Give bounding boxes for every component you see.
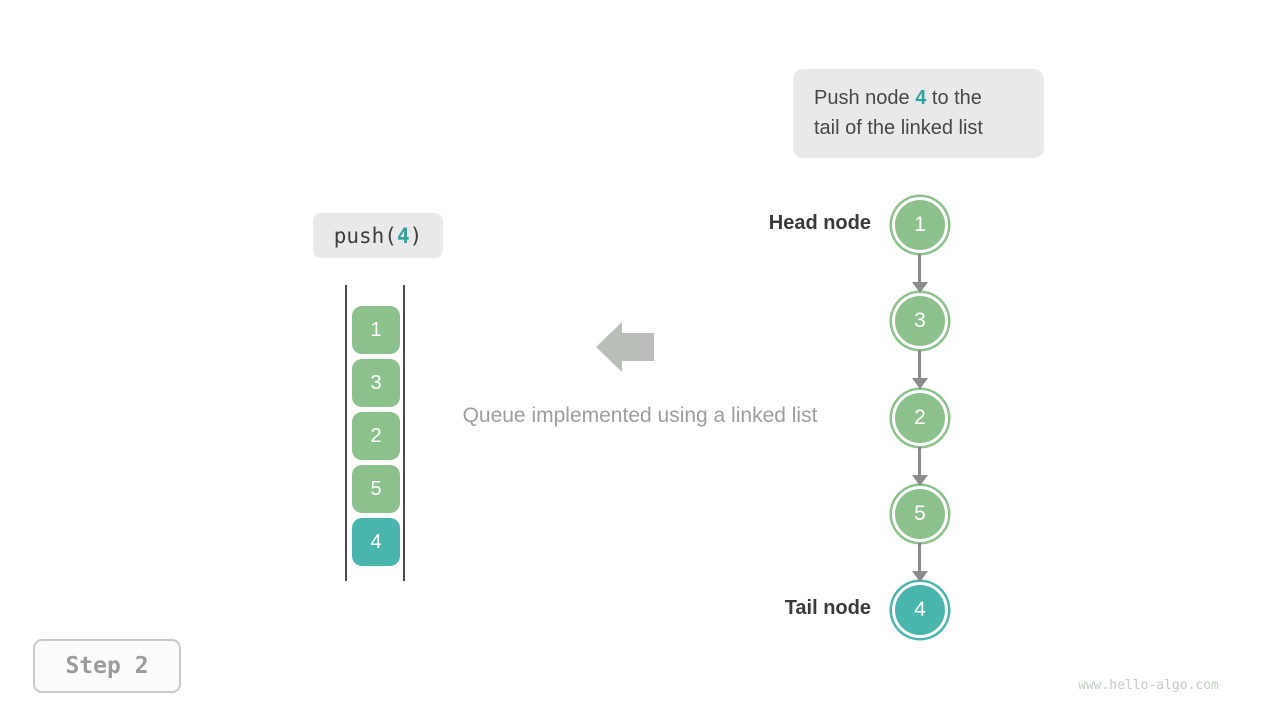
queue-cell: 4 <box>352 518 400 566</box>
diagram-caption: Queue implemented using a linked list <box>462 404 818 427</box>
callout-line2: tail of the linked list <box>814 117 983 139</box>
arrow-down-icon <box>911 447 928 486</box>
callout-line1-prefix: Push node <box>814 87 916 109</box>
linked-list-node: 4 <box>892 582 948 638</box>
linked-list-node: 1 <box>892 197 948 253</box>
queue-cell: 1 <box>352 306 400 354</box>
linked-list-node-value: 2 <box>914 406 926 429</box>
arrow-down-icon <box>911 543 928 582</box>
queue-cell: 2 <box>352 412 400 460</box>
callout-highlight-value: 4 <box>915 87 927 109</box>
callout-push-node: Push node 4 to the tail of the linked li… <box>793 69 1044 158</box>
linked-list-node: 5 <box>892 486 948 542</box>
arrow-left-head <box>596 322 622 372</box>
arrow-down-icon <box>911 254 928 293</box>
queue-container-walls <box>345 285 405 581</box>
arrow-left-icon <box>596 322 654 372</box>
linked-list-node-value: 1 <box>914 213 926 236</box>
linked-list-node: 3 <box>892 293 948 349</box>
queue-cell-value: 4 <box>370 530 382 553</box>
push-label-arg: 4 <box>396 223 410 248</box>
push-operation-label: push(4) <box>313 213 443 258</box>
linked-list-node-value: 4 <box>914 598 926 621</box>
callout-line1-suffix: to the <box>926 87 982 109</box>
linked-list-node-value: 3 <box>914 309 926 332</box>
queue-cell: 5 <box>352 465 400 513</box>
push-label-suffix: ) <box>409 223 423 248</box>
tail-node-label: Tail node <box>784 597 871 619</box>
linked-list-node: 2 <box>892 390 948 446</box>
queue-cell-value: 3 <box>370 371 382 394</box>
push-label-prefix: push( <box>333 223 397 248</box>
head-node-label: Head node <box>768 212 871 234</box>
queue-cell-value: 1 <box>370 318 382 341</box>
linked-list-node-value: 5 <box>914 502 926 525</box>
queue-cell: 3 <box>352 359 400 407</box>
arrow-left-body <box>622 333 654 361</box>
step-badge-label: Step 2 <box>65 653 149 679</box>
queue-cell-value: 2 <box>370 424 382 447</box>
step-badge: Step 2 <box>33 639 181 693</box>
arrow-down-icon <box>911 350 928 389</box>
watermark: www.hello-algo.com <box>1078 678 1219 693</box>
queue-cell-value: 5 <box>370 477 382 500</box>
